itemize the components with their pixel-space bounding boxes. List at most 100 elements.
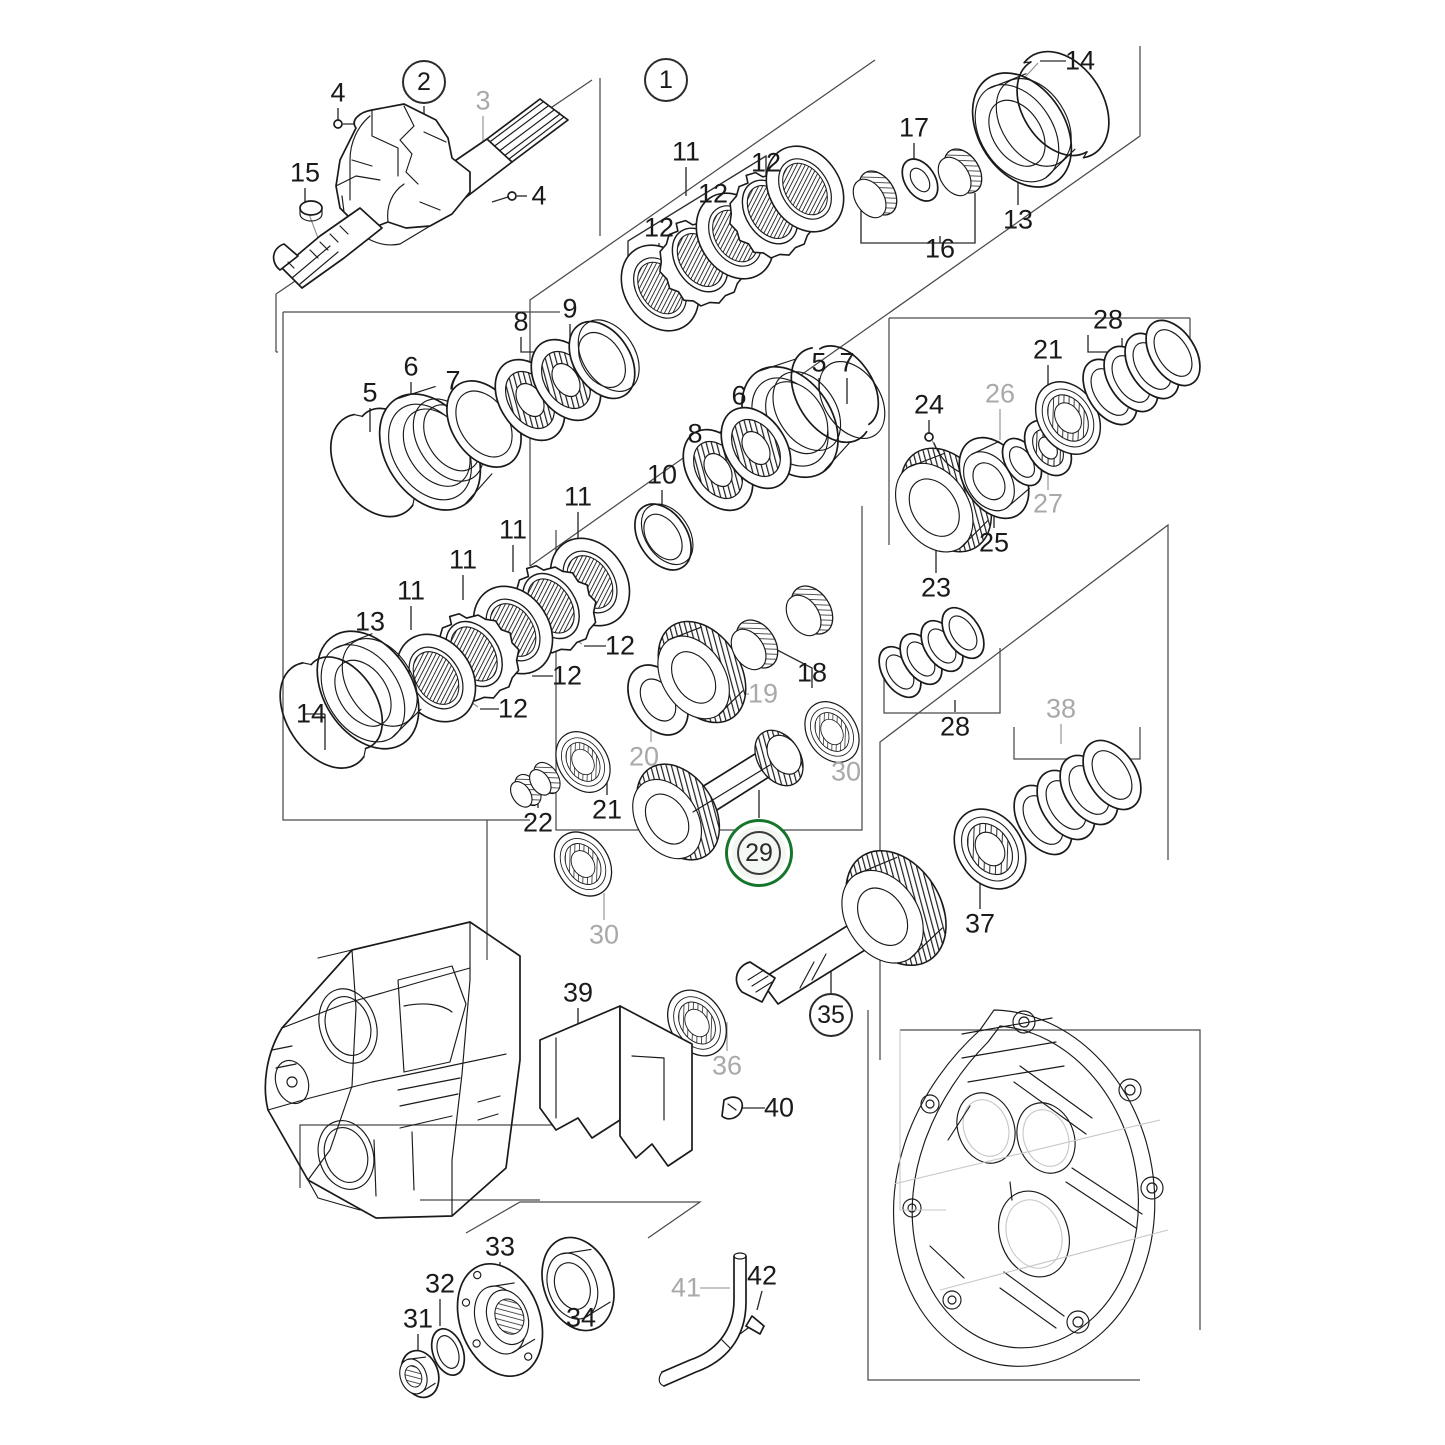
part-label-37: 37 [964,908,996,939]
part-label-12: 12 [750,147,782,178]
part-label-11: 11 [563,481,593,512]
group-5-10-mid [634,345,886,571]
part-label-13: 13 [354,606,386,637]
callout-1[interactable]: 1 [644,58,688,102]
callout-inner-circle: 29 [737,831,781,875]
part-label-42: 42 [746,1260,778,1291]
part-label-20: 20 [628,741,660,772]
callout-29-highlighted[interactable]: 29 [728,822,790,884]
part-18-needle-bearings [730,585,834,671]
part-label-41: 41 [670,1272,702,1303]
part-14-snap-ring-left [279,656,384,769]
part-label-19: 19 [747,678,779,709]
part-label-16: 16 [924,233,956,264]
part-label-26: 26 [984,378,1016,409]
part-label-21: 21 [591,794,623,825]
part-2-input-shaft-assembly [272,98,569,289]
part-39-baffle [539,1005,693,1167]
part-34-oil-seal [541,1236,615,1332]
part-13-hub [971,72,1076,188]
part-28-shims [1082,319,1201,426]
part-17-washer [901,158,939,202]
part-label-27: 27 [1032,488,1064,519]
callout-35[interactable]: 35 [809,993,853,1037]
part-label-14: 14 [295,698,327,729]
part-5-snap-ring-mid [790,345,880,444]
part-38-shims [1013,739,1142,856]
part-14-snap-ring [1016,50,1110,159]
part-label-32: 32 [424,1268,456,1299]
part-label-8: 8 [513,306,529,337]
part-label-4: 4 [330,77,346,108]
part-label-13: 13 [1002,204,1034,235]
group-11-12-clutch-pack [279,522,647,769]
part-label-39: 39 [562,977,594,1008]
part-label-11: 11 [396,575,426,606]
group-31-34 [399,1236,615,1399]
part-16-needle-bearings [852,148,983,219]
part-label-11: 11 [671,136,701,167]
group-5-9-left [329,319,640,518]
part-label-24: 24 [913,389,945,420]
part-label-40: 40 [763,1092,795,1123]
part-label-30: 30 [588,919,620,950]
part-label-12: 12 [497,693,529,724]
part-label-15: 15 [289,157,321,188]
part-label-7: 7 [445,365,461,396]
part-label-21: 21 [1032,334,1064,365]
part-label-25: 25 [978,527,1010,558]
group-1-clutch-pack [604,50,1110,347]
part-label-38: 38 [1045,693,1077,724]
part-label-3: 3 [475,85,491,116]
part-8-hub-mid-2 [720,406,792,490]
part-transmission-case [264,921,521,1219]
part-32-o-ring [430,1328,466,1376]
part-10-thrust-washer [634,503,694,571]
part-7-ring-mid [818,361,886,439]
part-label-14: 14 [1064,45,1096,76]
part-label-9: 9 [562,293,578,324]
part-label-7: 7 [839,347,855,378]
part-label-11: 11 [448,544,478,575]
group-output-shaft [654,739,1142,1068]
callout-2[interactable]: 2 [402,60,446,104]
part-35-output-shaft [735,849,947,1005]
part-label-33: 33 [484,1231,516,1262]
part-label-11: 11 [498,514,528,545]
part-label-12: 12 [551,660,583,691]
part-33-retainer [456,1262,544,1378]
part-label-8: 8 [687,418,703,449]
part-label-18: 18 [796,657,828,688]
part-label-10: 10 [646,459,678,490]
part-label-5: 5 [362,377,378,408]
housing-ghost-outline [899,1030,946,1211]
part-label-5: 5 [811,347,827,378]
group-frames [275,46,1201,1381]
part-label-23: 23 [920,572,952,603]
part-label-6: 6 [731,380,747,411]
part-40-plug [721,1096,744,1120]
part-label-31: 31 [402,1303,434,1334]
part-label-12: 12 [604,630,636,661]
part-28-shims-mid [878,606,985,699]
part-30-bearing-b [542,820,624,908]
part-9-ring [568,319,640,400]
part-label-17: 17 [898,112,930,143]
part-label-28: 28 [939,711,971,742]
group-centre-shaft [509,585,985,908]
part-label-22: 22 [522,807,554,838]
part-31-collar [399,1349,440,1399]
part-label-12: 12 [643,212,675,243]
part-29-countershaft [632,729,804,861]
part-42-clip [739,1315,765,1335]
shaft-tail [272,207,383,289]
part-41-breather-tube [658,1252,747,1387]
part-19-gear [657,620,747,724]
part-label-36: 36 [711,1050,743,1081]
part-label-34: 34 [565,1302,597,1333]
part-bell-housing [892,1009,1169,1367]
part-2-shift-fork [335,103,471,246]
part-label-4: 4 [531,180,547,211]
part-label-30: 30 [830,756,862,787]
